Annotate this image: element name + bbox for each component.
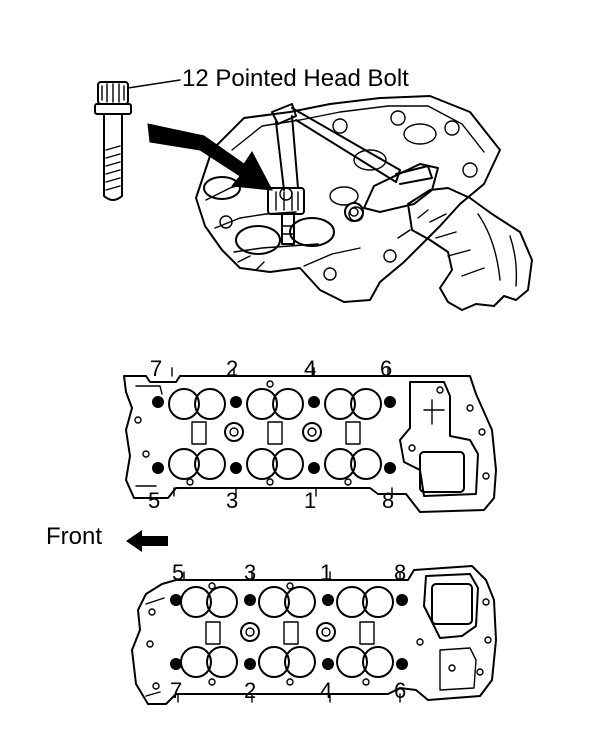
upper-top-bolt-number: 4: [304, 356, 316, 381]
upper-head-bolts: [134, 380, 396, 486]
lower-head-bosses: [180, 586, 394, 678]
lower-head-bolts: [146, 582, 408, 690]
front-direction-label: Front: [46, 523, 102, 550]
lower-bottom-bolt-number: 6: [394, 678, 406, 703]
lower-bottom-bolt-number: 4: [320, 678, 332, 703]
upper-bottom-bolt-number: 8: [382, 488, 394, 513]
lower-bottom-bolt-number: 2: [244, 678, 256, 703]
hand-illustration: [407, 187, 533, 311]
engine-block: [195, 95, 501, 303]
bolt-callout-label: 12 Pointed Head Bolt: [182, 65, 409, 92]
upper-bottom-bolt-number: 5: [148, 488, 160, 513]
lower-bottom-bolt-number: 7: [170, 678, 182, 703]
upper-top-bolt-number: 2: [226, 356, 238, 381]
lower-top-bolt-number: 5: [172, 560, 184, 585]
callout-leader-line: [127, 79, 181, 89]
upper-top-bolt-number: 6: [380, 356, 392, 381]
lower-top-bolt-number: 1: [320, 560, 332, 585]
upper-bottom-bolt-number: 1: [304, 488, 316, 513]
upper-head-bosses: [168, 388, 382, 480]
head-bolt-illustration: 12 Pointed Head Bolt: [94, 65, 533, 311]
upper-top-bolt-number: 7: [150, 356, 162, 381]
upper-bottom-bolt-number: 3: [226, 488, 238, 513]
twelve-point-bolt-icon: [94, 81, 132, 201]
motion-arrow-icon: [147, 123, 273, 191]
upper-cylinder-head: [123, 367, 497, 513]
lower-cylinder-head: [131, 565, 497, 705]
front-arrow-icon: [126, 530, 168, 552]
lower-top-bolt-number: 3: [244, 560, 256, 585]
wrench-tool-icon: [267, 103, 439, 245]
lower-top-bolt-number: 8: [394, 560, 406, 585]
